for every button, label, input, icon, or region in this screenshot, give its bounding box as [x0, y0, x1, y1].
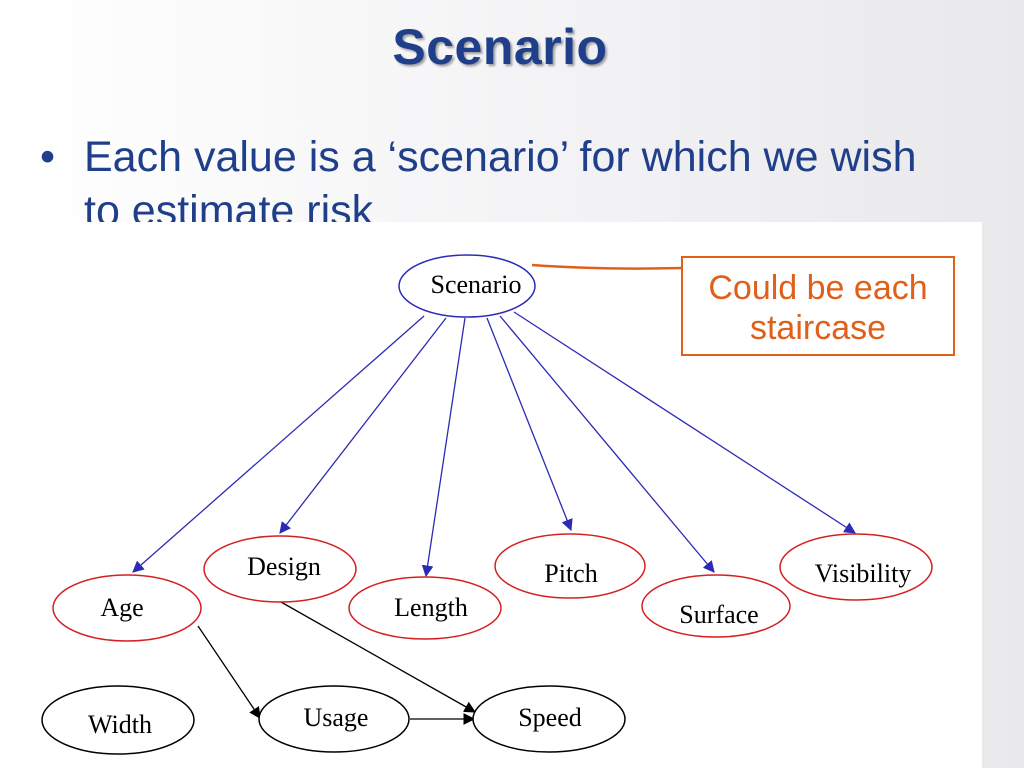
node-speed-label: Speed: [518, 703, 582, 732]
node-age: Age: [52, 574, 202, 642]
callout-line-1: Could be each: [708, 269, 928, 307]
bullet-point: • Each value is a ‘scenario’ for which w…: [40, 130, 960, 226]
edge-scenario-surface: [499, 315, 715, 573]
node-length-label: Length: [394, 593, 468, 622]
node-design: Design: [203, 535, 357, 603]
edge-scenario-visibility: [513, 311, 856, 534]
node-surface-label: Surface: [679, 600, 758, 629]
edge-scenario-length: [421, 317, 466, 578]
node-age-label: Age: [100, 593, 143, 622]
node-usage-label: Usage: [304, 703, 369, 732]
callout-line-2: staircase: [749, 309, 887, 347]
bullet-text: Each value is a ‘scenario’ for which we …: [84, 133, 917, 226]
edge-scenario-age: [132, 315, 425, 573]
node-usage: Usage: [258, 685, 410, 753]
node-width-label: Width: [88, 710, 152, 739]
slide-title: Scenario: [392, 19, 608, 75]
node-width: Width: [41, 685, 195, 755]
callout-connector: [531, 263, 684, 270]
node-visibility-label: Visibility: [815, 559, 912, 588]
node-length: Length: [348, 576, 502, 640]
node-scenario: Scenario: [398, 254, 536, 318]
node-visibility: Visibility: [779, 533, 933, 601]
node-speed: Speed: [472, 685, 626, 753]
node-scenario-label: Scenario: [431, 270, 522, 299]
node-surface: Surface: [641, 574, 791, 638]
node-pitch: Pitch: [494, 533, 646, 599]
bullet-marker: •: [40, 133, 56, 181]
node-pitch-label: Pitch: [544, 559, 597, 588]
edge-scenario-design: [279, 317, 447, 534]
edge-design-speed: [280, 601, 477, 713]
callout-box: Could be each staircase: [681, 256, 955, 356]
edge-age-usage: [197, 625, 261, 719]
node-design-label: Design: [247, 552, 321, 581]
edge-scenario-pitch: [486, 317, 573, 532]
